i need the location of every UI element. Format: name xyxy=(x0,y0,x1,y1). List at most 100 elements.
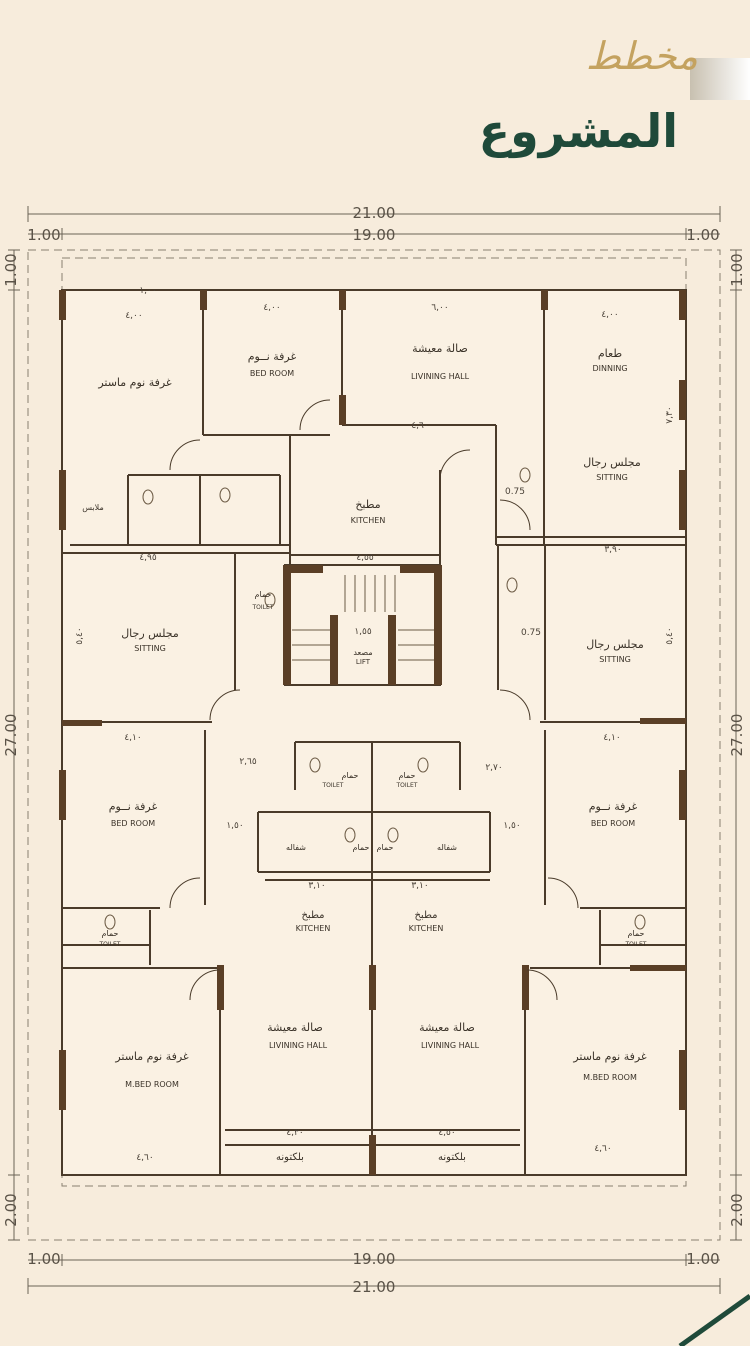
closet-label: ملابس xyxy=(82,503,103,512)
inner-width-bottom: 19.00 xyxy=(353,1250,396,1268)
room-living-1-ar: صالة معيشة xyxy=(412,342,468,355)
stair-treads xyxy=(292,575,434,661)
measure-bed-left-door: ١,٥٠ xyxy=(226,821,243,831)
measure-living-bottom: ٤,٦٠ xyxy=(411,421,428,431)
room-kitchen-1-ar: مطبخ xyxy=(355,498,380,511)
room-bed-3-ar: غرفة نــوم xyxy=(589,800,638,813)
room-dining-en: DINNING xyxy=(592,364,627,373)
measure-kitchen-left-top: ٣,١٠ xyxy=(308,881,325,891)
toilet-1-label: TOILET xyxy=(252,604,274,611)
room-bed-1-ar: غرفة نــوم xyxy=(248,350,297,363)
corner-decoration xyxy=(678,1293,750,1346)
measure-master-left-top: ١,٠٠ xyxy=(139,286,156,296)
room-living-3-en: LIVINING HALL xyxy=(421,1041,480,1050)
room-dining-ar: طعام xyxy=(598,347,622,360)
bath-3-label: حمام xyxy=(377,843,394,852)
room-sitting-1-en: SITTING xyxy=(596,473,628,482)
measure-master-right-bottom: ٤,٦٠ xyxy=(594,1144,611,1154)
measure-dining-side: ٧,٣٠ xyxy=(665,406,675,423)
room-master-bed-2-en: M.BED ROOM xyxy=(125,1080,179,1089)
room-kitchen-2-ar: مطبخ xyxy=(301,910,324,921)
laundry-2-label: شفاله xyxy=(437,843,457,852)
measure-kitchen-right-top: ٣,١٠ xyxy=(411,881,428,891)
measure-bed-right-door: ١,٥٠ xyxy=(503,821,520,831)
overall-width-top: 21.00 xyxy=(353,204,396,222)
door-swings xyxy=(169,399,579,1001)
room-kitchen-3-en: KITCHEN xyxy=(409,924,444,933)
dimension-lines xyxy=(8,206,742,1294)
room-master-bed-1-ar: غرفة نوم ماستر xyxy=(97,376,172,389)
overall-width-bottom: 21.00 xyxy=(353,1278,396,1296)
bath-2-label: حمام xyxy=(353,843,370,852)
measure-sitting-left-top: ٤,٩٥ xyxy=(139,553,157,563)
room-living-2-en: LIVINING HALL xyxy=(269,1041,328,1050)
room-living-3-ar: صالة معيشة xyxy=(419,1021,475,1034)
page-subtitle: مخطط xyxy=(585,34,698,78)
measure-toilet-mid: 0.75 xyxy=(521,628,541,638)
toilet-5-label: TOILET xyxy=(625,941,647,948)
title-accent-bar xyxy=(690,58,750,100)
right-top-offset: 1.00 xyxy=(728,253,746,286)
overall-depth-left: 27.00 xyxy=(2,714,20,757)
room-sitting-2-en: SITTING xyxy=(134,644,166,653)
measure-living-right-bottom: ٤,٥٠ xyxy=(438,1128,455,1138)
toilet-3-label: TOILET xyxy=(396,782,418,789)
left-bottom-offset: 2.00 xyxy=(2,1193,20,1226)
bath-6-label: حمام xyxy=(102,929,119,938)
toilet-2-label: TOILET xyxy=(322,782,344,789)
room-bed-3-en: BED ROOM xyxy=(591,819,635,828)
room-bed-2-ar: غرفة نــوم xyxy=(109,800,158,813)
bath-5-label: حمام xyxy=(399,771,416,780)
measure-master-left-bottom: ٤,٦٠ xyxy=(136,1153,153,1163)
page-title: المشروع xyxy=(478,104,678,158)
balcony-2-label: بلكتونه xyxy=(438,1152,466,1163)
bath-7-label: حمام xyxy=(628,929,645,938)
measure-bed-top: ٤,٠٠ xyxy=(263,303,280,313)
building-walls xyxy=(61,289,687,1176)
room-lift-en: LIFT xyxy=(356,658,371,666)
measure-dining-top: ٤,٠٠ xyxy=(601,310,618,320)
measure-corridor-right: ٢,٧٠ xyxy=(485,763,502,773)
measure-living-left-bottom: ٤,٣٠ xyxy=(286,1128,303,1138)
room-master-bed-3-ar: غرفة نوم ماستر xyxy=(572,1050,647,1063)
measure-sitting-left-side: ٥,٤٠ xyxy=(75,627,85,644)
measure-kitchen-bottom: ٤,٥٥ xyxy=(356,553,374,563)
room-master-bed-2-ar: غرفة نوم ماستر xyxy=(114,1050,189,1063)
room-bed-2-en: BED ROOM xyxy=(111,819,155,828)
bathroom-fixtures xyxy=(104,467,646,930)
left-offset-top: 1.00 xyxy=(27,226,60,244)
right-bottom-offset: 2.00 xyxy=(728,1193,746,1226)
measure-bed-right-top: ٤,١٠ xyxy=(603,733,620,743)
room-kitchen-1-en: KITCHEN xyxy=(351,516,386,525)
measure-sitting-right-side: ٥,٤٠ xyxy=(665,627,675,644)
overall-depth-right: 27.00 xyxy=(728,714,746,757)
measure-bed-left-top: ٤,١٠ xyxy=(124,733,141,743)
right-offset-top: 1.00 xyxy=(686,226,719,244)
room-master-bed-3-en: M.BED ROOM xyxy=(583,1073,637,1082)
bath-1-label: حمام xyxy=(255,590,272,599)
room-sitting-1-ar: مجلس رجال xyxy=(583,456,641,469)
balcony-1-label: بلكتونه xyxy=(276,1152,304,1163)
measure-living-top: ٦,٠٠ xyxy=(431,303,448,313)
measure-sitting-right-top: ٣,٩٠ xyxy=(604,545,621,555)
left-top-offset: 1.00 xyxy=(2,253,20,286)
measure-corridor-left: ٢,٦٥ xyxy=(239,757,257,767)
measure-lift: ١,٥٥ xyxy=(354,627,372,637)
measure-toilet-top: 0.75 xyxy=(505,487,525,497)
bath-4-label: حمام xyxy=(342,771,359,780)
inner-width-top: 19.00 xyxy=(353,226,396,244)
room-bed-1-en: BED ROOM xyxy=(250,369,294,378)
room-sitting-3-ar: مجلس رجال xyxy=(586,638,644,651)
room-living-2-ar: صالة معيشة xyxy=(267,1021,323,1034)
laundry-1-label: شفاله xyxy=(286,843,306,852)
room-sitting-3-en: SITTING xyxy=(599,655,631,664)
left-offset-bottom: 1.00 xyxy=(27,1250,60,1268)
toilet-4-label: TOILET xyxy=(99,941,121,948)
structural-columns xyxy=(59,290,686,1175)
room-lift-ar: مصعد xyxy=(353,648,372,657)
measure-master-bed-top: ٤,٠٠ xyxy=(125,311,142,321)
room-sitting-2-ar: مجلس رجال xyxy=(121,627,179,640)
room-kitchen-2-en: KITCHEN xyxy=(296,924,331,933)
right-offset-bottom: 1.00 xyxy=(686,1250,719,1268)
